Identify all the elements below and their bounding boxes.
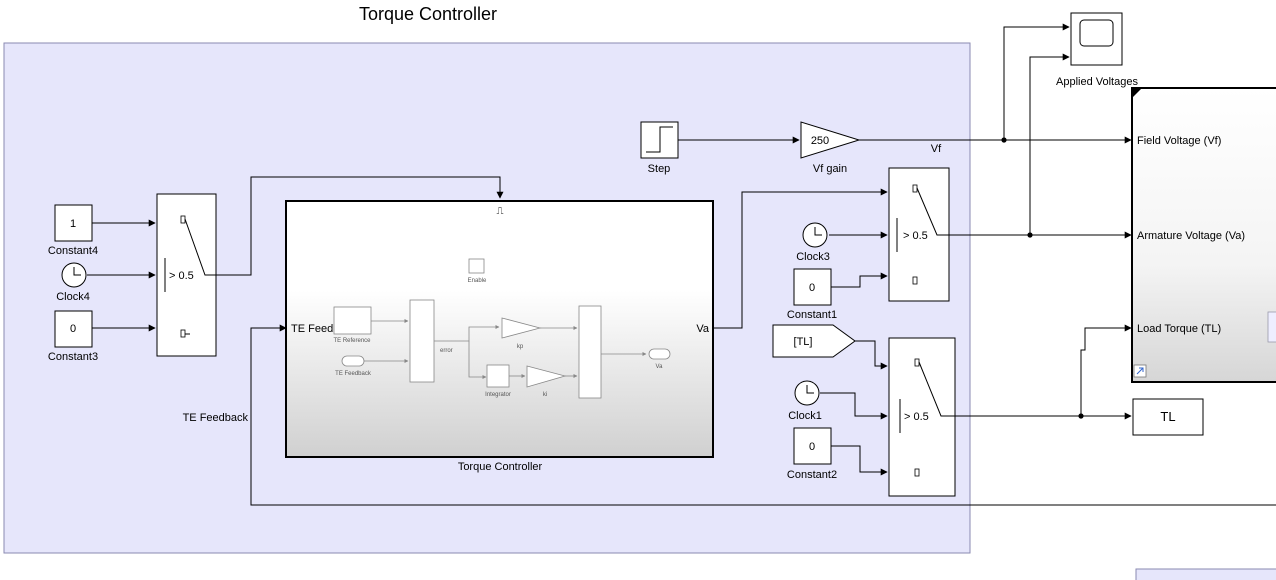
vf-gain-label: Vf gain [813,163,847,175]
wires [87,23,1276,506]
constant3-value: 0 [70,323,76,335]
motor-port-armature-voltage: Armature Voltage (Va) [1137,230,1245,242]
switch-bottom-block[interactable]: > 0.5 [888,337,956,497]
signal-vf-label: Vf [931,143,942,155]
clock1-block[interactable] [794,380,820,406]
clock4-label: Clock4 [56,291,90,303]
motor-port-field-voltage: Field Voltage (Vf) [1137,135,1221,147]
te-feedback-inner-label: TE Feedback [335,371,372,377]
constant4-value: 1 [70,218,76,230]
clock-icon [73,267,81,276]
constant1-label: Constant1 [787,309,837,321]
tl-outport-block[interactable]: TL [1132,398,1204,436]
constant2-value: 0 [809,441,815,453]
area-partial [1135,568,1276,580]
kp-label: kp [517,344,524,350]
clock4-block[interactable] [61,262,87,288]
constant3-block[interactable]: 0 [54,310,93,348]
tl-outport-label: TL [1160,409,1175,424]
integrator-label: Integrator [485,392,511,398]
enable-label: Enable [468,278,487,284]
clock-icon [806,385,814,394]
te-reference-label: TE Reference [333,338,371,344]
constant2-label: Constant2 [787,469,837,481]
motor-port-load-torque: Load Torque (TL) [1137,323,1221,335]
signal-te-feedback-label: TE Feedback [183,412,249,424]
constant4-label: Constant4 [48,245,98,257]
step-block[interactable] [640,121,679,159]
error-label: error [440,348,453,354]
subsystem-preview: Enable TE Reference TE Feedback error kp… [333,258,671,399]
goto-tl-label: [TL] [794,336,813,348]
clock1-label: Clock1 [788,410,822,422]
subsystem-label: Torque Controller [458,461,543,473]
model-ref-icon [1267,311,1276,343]
switch-bottom-threshold: > 0.5 [904,411,929,423]
link-icon [1133,364,1147,378]
scope-block[interactable] [1070,12,1123,66]
switch-left-block[interactable]: > 0.5 [156,193,217,357]
vf-gain-value: 250 [811,135,829,147]
scope-label: Applied Voltages [1056,76,1138,88]
clock-icon [814,227,822,236]
constant1-block[interactable]: 0 [793,268,832,306]
switch-left-threshold: > 0.5 [169,270,194,282]
constant3-label: Constant3 [48,351,98,363]
switch-top-block[interactable]: > 0.5 [888,167,950,302]
subsystem-out-port: Va [696,323,710,335]
switch-top-threshold: > 0.5 [903,230,928,242]
scope-icon [1079,19,1114,47]
enable-port-icon: ⎍ [497,206,504,217]
motor-subsystem-block[interactable]: Field Voltage (Vf) Armature Voltage (Va)… [1131,87,1276,383]
vf-gain-block[interactable]: 250 [800,121,861,159]
constant2-block[interactable]: 0 [793,427,832,465]
va-inner-label: Va [656,364,664,370]
ki-label: ki [543,392,547,398]
goto-tl-block[interactable]: [TL] [772,324,856,358]
torque-controller-subsystem[interactable]: ⎍ TE Feedback Va Enable TE Reference TE … [285,200,714,458]
constant1-value: 0 [809,282,815,294]
clock3-block[interactable] [802,222,828,248]
step-label: Step [648,163,671,175]
constant4-block[interactable]: 1 [54,204,93,242]
clock3-label: Clock3 [796,251,830,263]
step-icon [646,126,673,153]
area-title: Torque Controller [359,4,497,24]
